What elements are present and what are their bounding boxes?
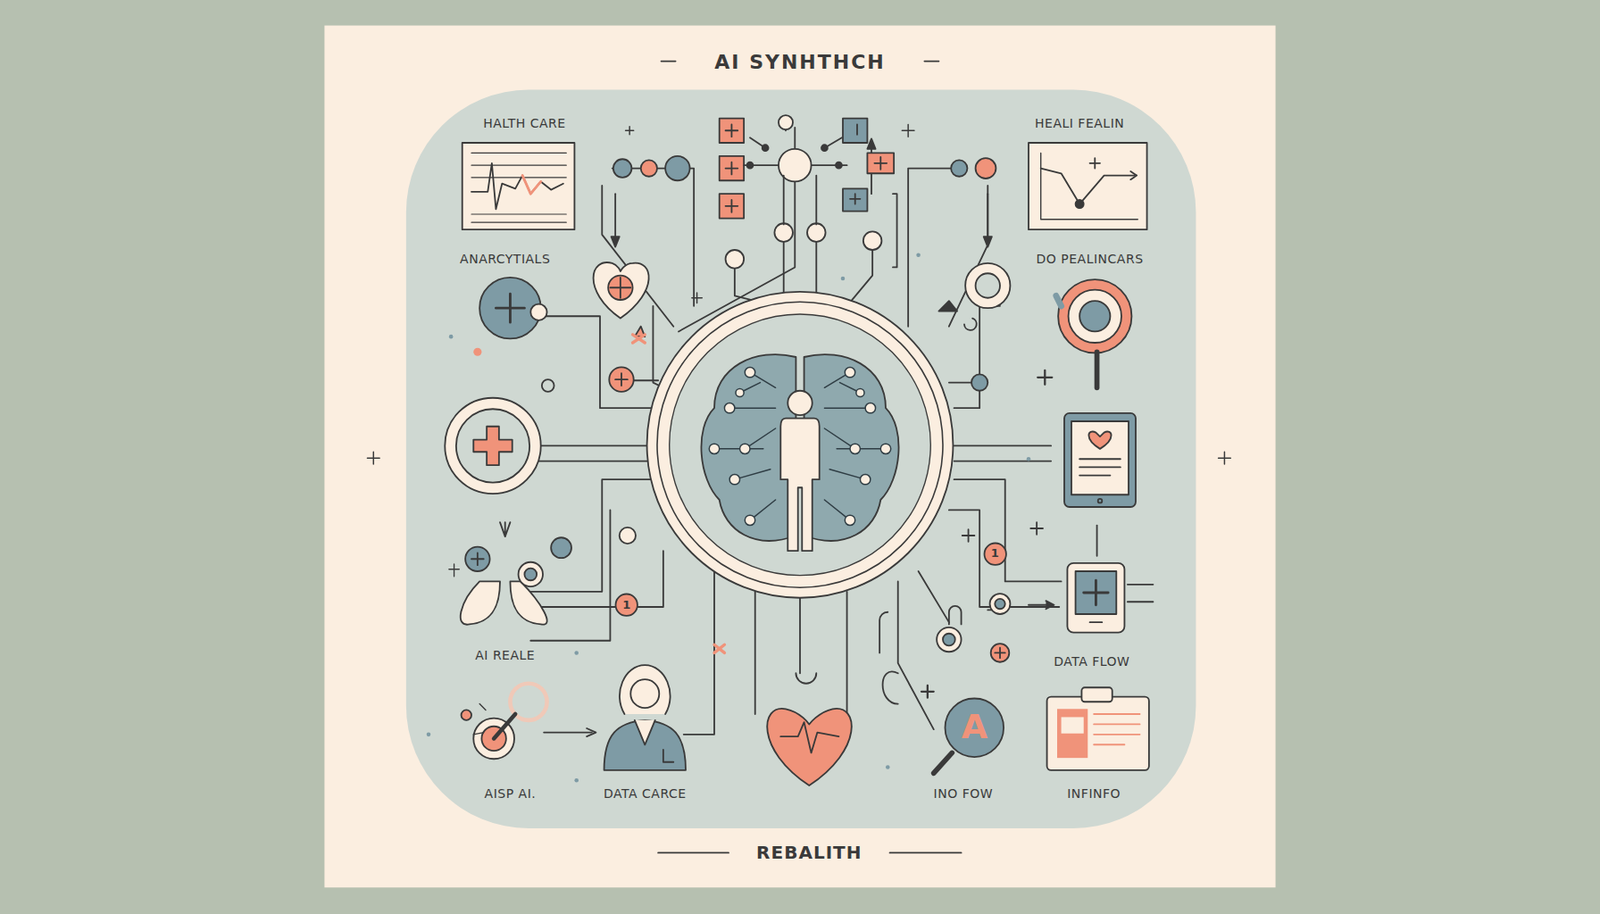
- diagram-caption: REBALITH: [756, 841, 862, 864]
- section-label: DATA FLOW: [1053, 654, 1130, 669]
- section-label: HEALI FEALIN: [1034, 116, 1125, 131]
- section-label: DATA CARCE: [603, 786, 687, 801]
- circle-shape: [983, 542, 1006, 565]
- icon-circle: 1: [983, 541, 1008, 567]
- section-label: AISP AI.: [484, 786, 537, 801]
- section-label: AI REALE: [475, 648, 535, 663]
- icon-circle: 1: [614, 592, 639, 617]
- section-label: INO FOW: [933, 786, 994, 801]
- section-label: ANARCYTIALS: [459, 251, 550, 267]
- circle-shape: [616, 594, 638, 617]
- icon-circle: A: [943, 697, 1006, 759]
- section-label: DO PEALINCARS: [1036, 251, 1144, 267]
- callout-number: 1: [622, 599, 631, 612]
- circle-shape: [945, 698, 1005, 758]
- icon-letter: A: [961, 708, 988, 747]
- section-label: INFINFO: [1066, 786, 1121, 801]
- diagram-title: AI SYNHTHCH: [714, 50, 885, 73]
- callout-number: 1: [991, 547, 1000, 560]
- section-label: HALTH CARE: [483, 116, 566, 131]
